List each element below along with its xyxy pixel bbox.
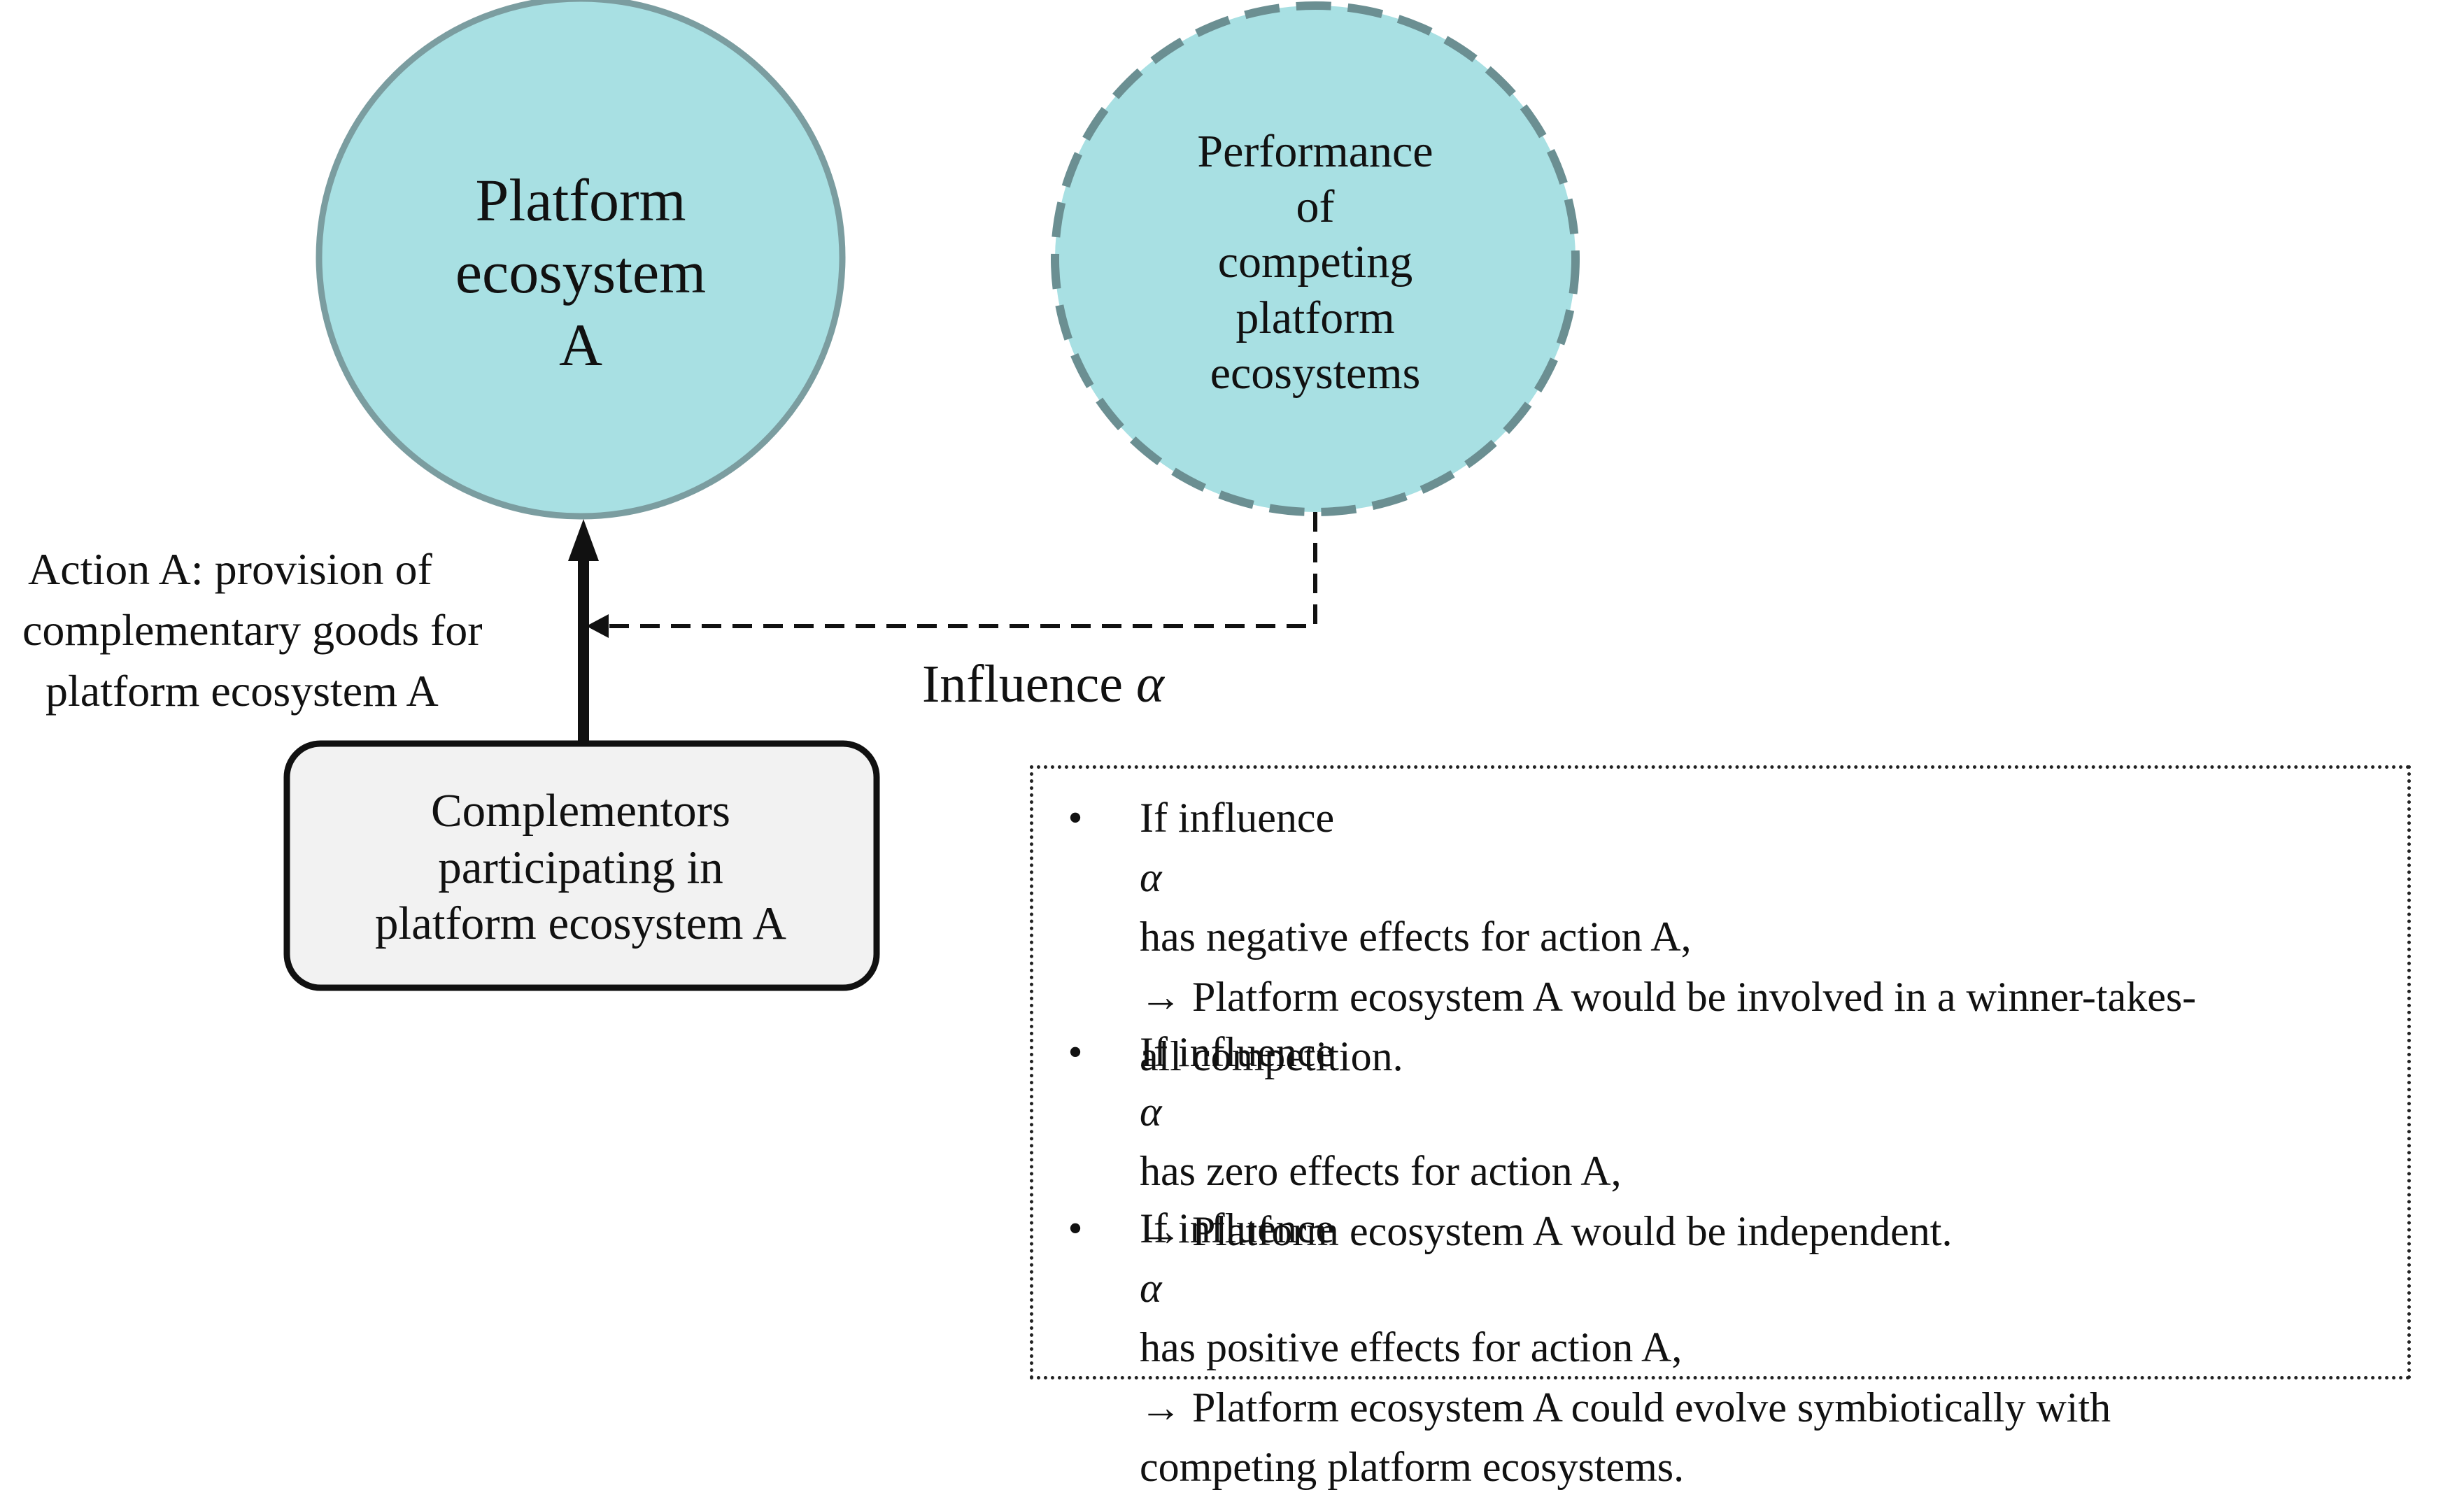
- effect-text: If influence α has positive effects for …: [1140, 1199, 2357, 1497]
- platform-a-label-line: ecosystem: [455, 239, 707, 306]
- influence-label: Influence α: [922, 654, 1164, 715]
- bullet-icon: •: [1068, 1029, 1083, 1075]
- complementors-label-line: platform ecosystem A: [375, 898, 786, 950]
- platform-a-label-line: Platform: [475, 166, 686, 234]
- effect-condition-prefix: If influence: [1140, 795, 1335, 841]
- platform-a-node: [316, 0, 846, 520]
- platform-a-label: Platform ecosystem A: [336, 140, 826, 406]
- effect-outcome-continued: competing platform ecosystems.: [1140, 1443, 1685, 1490]
- bullet-icon: •: [1068, 795, 1083, 841]
- effect-outcome-continued: all competition.: [1140, 1033, 1403, 1079]
- performance-label-line: Performance: [1197, 126, 1433, 178]
- diagram-canvas: [283, 0, 1580, 991]
- performance-label-line: of: [1296, 181, 1335, 233]
- complementors-label-line: participating in: [438, 841, 723, 893]
- alpha-symbol: α: [1140, 1265, 1162, 1312]
- action-a-label-line: complementary goods for: [22, 605, 483, 655]
- effect-text: If influence α has zero effects for acti…: [1140, 1023, 2357, 1261]
- effect-condition-prefix: If influence: [1140, 1205, 1335, 1251]
- action-a-label-line: platform ecosystem A: [45, 666, 439, 716]
- complementors-label: Complementors participating in platform …: [294, 755, 868, 979]
- effect-condition-suffix: has zero effects for action A,: [1140, 1148, 1622, 1195]
- performance-label-line: ecosystems: [1210, 347, 1421, 399]
- performance-label-line: platform: [1235, 292, 1395, 343]
- performance-label: Performance of competing platform ecosys…: [1077, 98, 1553, 427]
- influence-arrow-head: [586, 614, 609, 638]
- bullet-icon: •: [1068, 1205, 1083, 1251]
- alpha-symbol: α: [1140, 854, 1162, 901]
- performance-node: [1051, 1, 1580, 516]
- influence-connector: [607, 512, 1317, 628]
- effect-outcome: → Platform ecosystem A would be independ…: [1140, 1207, 1953, 1254]
- action-arrow-head: [568, 519, 599, 561]
- effect-outcome: → Platform ecosystem A could evolve symb…: [1140, 1384, 2111, 1431]
- effect-text: If influence α has negative effects for …: [1140, 788, 2357, 1086]
- effect-condition: If influence α has positive effects for …: [1140, 1199, 2357, 1378]
- effects-box: • If influence α has negative effects fo…: [1030, 765, 2411, 1490]
- influence-label-text: Influence: [922, 655, 1136, 714]
- performance-label-line: competing: [1217, 236, 1413, 288]
- alpha-symbol: α: [1140, 1088, 1162, 1135]
- action-a-label-line: Action A: provision of: [28, 544, 432, 594]
- platform-a-label-line: A: [558, 311, 603, 378]
- effect-condition-prefix: If influence: [1140, 1029, 1335, 1075]
- action-a-label: Action A: provision of complementary goo…: [21, 539, 546, 721]
- effect-condition: If influence α has zero effects for acti…: [1140, 1023, 2357, 1202]
- complementors-label-line: Complementors: [430, 785, 730, 837]
- effect-condition: If influence α has negative effects for …: [1140, 788, 2357, 967]
- effect-condition-suffix: has positive effects for action A,: [1140, 1324, 1683, 1371]
- effect-condition-suffix: has negative effects for action A,: [1140, 914, 1692, 960]
- influence-alpha-symbol: α: [1135, 655, 1164, 714]
- effect-outcome: → Platform ecosystem A would be involved…: [1140, 973, 2197, 1020]
